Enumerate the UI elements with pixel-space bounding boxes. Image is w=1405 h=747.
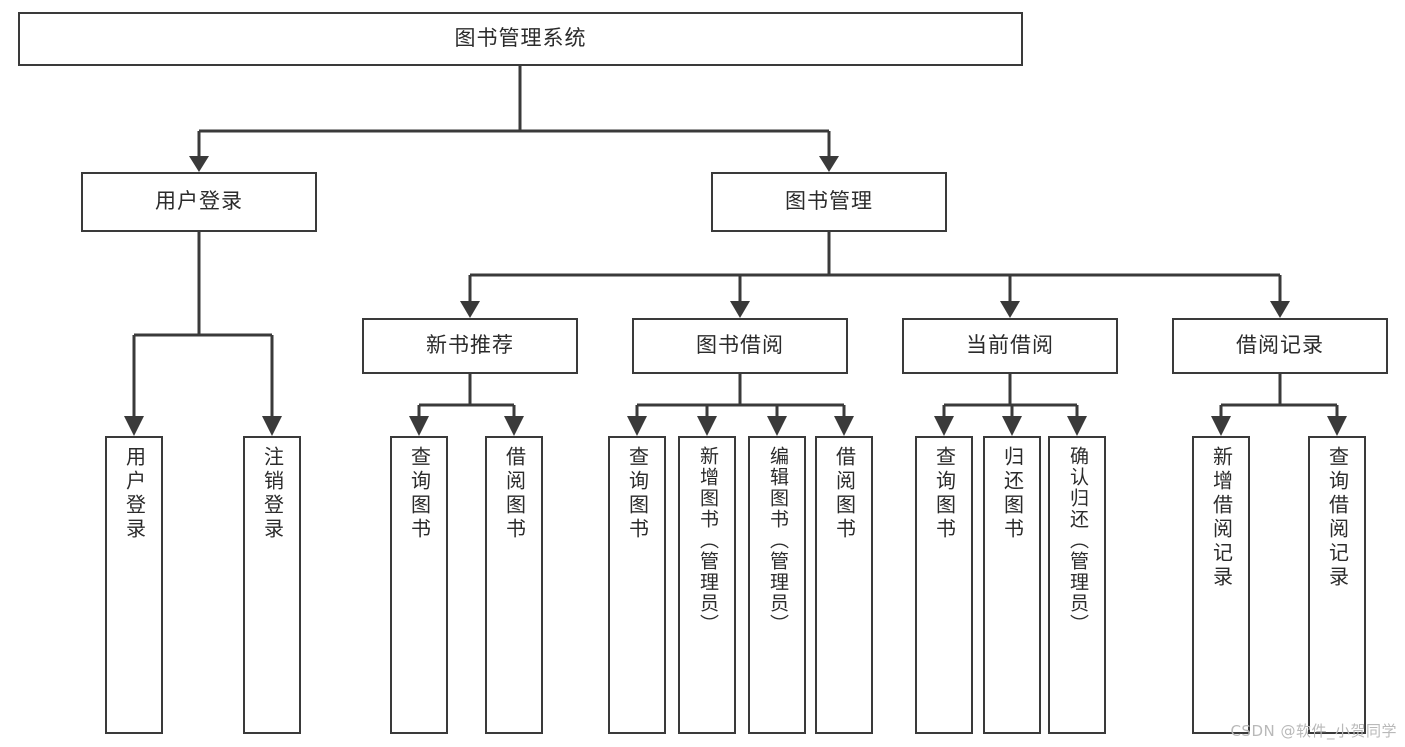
node-new-book-recommendation[interactable]: 新书推荐: [362, 318, 578, 374]
leaf-user-login[interactable]: 用户登录: [105, 436, 163, 734]
leaf-borrow-book-borrowing[interactable]: 借阅图书: [815, 436, 873, 734]
leaf-query-book-recommendation[interactable]: 查询图书: [390, 436, 448, 734]
csdn-watermark: CSDN @软件_小贺同学: [1230, 722, 1397, 740]
node-label: 查询借阅记录: [1325, 446, 1350, 590]
node-book-borrowing[interactable]: 图书借阅: [632, 318, 848, 374]
node-borrow-records[interactable]: 借阅记录: [1172, 318, 1388, 374]
node-current-borrowing[interactable]: 当前借阅: [902, 318, 1118, 374]
node-label: 查询图书: [932, 446, 957, 542]
arrowheads-level2: [189, 156, 839, 172]
connector-group-new-book-rec: [417, 374, 516, 418]
node-label: 图书借阅: [696, 333, 784, 358]
node-label: 确认归还（管理员）: [1066, 446, 1089, 635]
node-label: 查询图书: [407, 446, 432, 542]
arrowheads-level3: [460, 301, 1290, 318]
leaf-add-book-admin[interactable]: 新增图书（管理员）: [678, 436, 736, 734]
node-book-management[interactable]: 图书管理: [711, 172, 947, 232]
leaf-borrow-book-recommendation[interactable]: 借阅图书: [485, 436, 543, 734]
arrowheads-leaf-current-borrow: [934, 416, 1087, 436]
leaf-return-book[interactable]: 归还图书: [983, 436, 1041, 734]
leaf-confirm-return-admin[interactable]: 确认归还（管理员）: [1048, 436, 1106, 734]
connector-group-current-borrow: [942, 374, 1079, 418]
connector-group-root: [197, 66, 831, 158]
node-label: 图书管理: [785, 189, 873, 214]
node-label: 借阅记录: [1236, 333, 1324, 358]
node-label: 图书管理系统: [454, 26, 587, 51]
node-user-login[interactable]: 用户登录: [81, 172, 317, 232]
leaf-edit-book-admin[interactable]: 编辑图书（管理员）: [748, 436, 806, 734]
node-label: 借阅图书: [502, 446, 527, 542]
arrowheads-leaf-user-login: [124, 416, 282, 436]
arrowheads-leaf-borrow-record: [1211, 416, 1347, 436]
connector-group-book-borrow: [635, 374, 846, 418]
leaf-query-book-borrowing[interactable]: 查询图书: [608, 436, 666, 734]
node-root-system[interactable]: 图书管理系统: [18, 12, 1023, 66]
node-label: 用户登录: [122, 446, 147, 542]
node-label: 新增借阅记录: [1209, 446, 1234, 590]
connector-group-user-login: [132, 232, 274, 418]
node-label: 当前借阅: [966, 333, 1054, 358]
leaf-query-book-current[interactable]: 查询图书: [915, 436, 973, 734]
leaf-add-borrow-record[interactable]: 新增借阅记录: [1192, 436, 1250, 734]
node-label: 查询图书: [625, 446, 650, 542]
node-label: 新书推荐: [426, 333, 514, 358]
connector-group-borrow-record: [1219, 374, 1339, 418]
leaf-user-logout[interactable]: 注销登录: [243, 436, 301, 734]
node-label: 注销登录: [260, 446, 285, 542]
node-label: 新增图书（管理员）: [696, 446, 719, 635]
leaf-query-borrow-record[interactable]: 查询借阅记录: [1308, 436, 1366, 734]
arrowheads-leaf-new-book-rec: [409, 416, 524, 436]
node-label: 编辑图书（管理员）: [766, 446, 789, 635]
node-label: 借阅图书: [832, 446, 857, 542]
node-label: 用户登录: [155, 189, 243, 214]
connector-group-book-manage: [468, 232, 1282, 303]
node-label: 归还图书: [1000, 446, 1025, 542]
arrowheads-leaf-book-borrow: [627, 416, 854, 436]
